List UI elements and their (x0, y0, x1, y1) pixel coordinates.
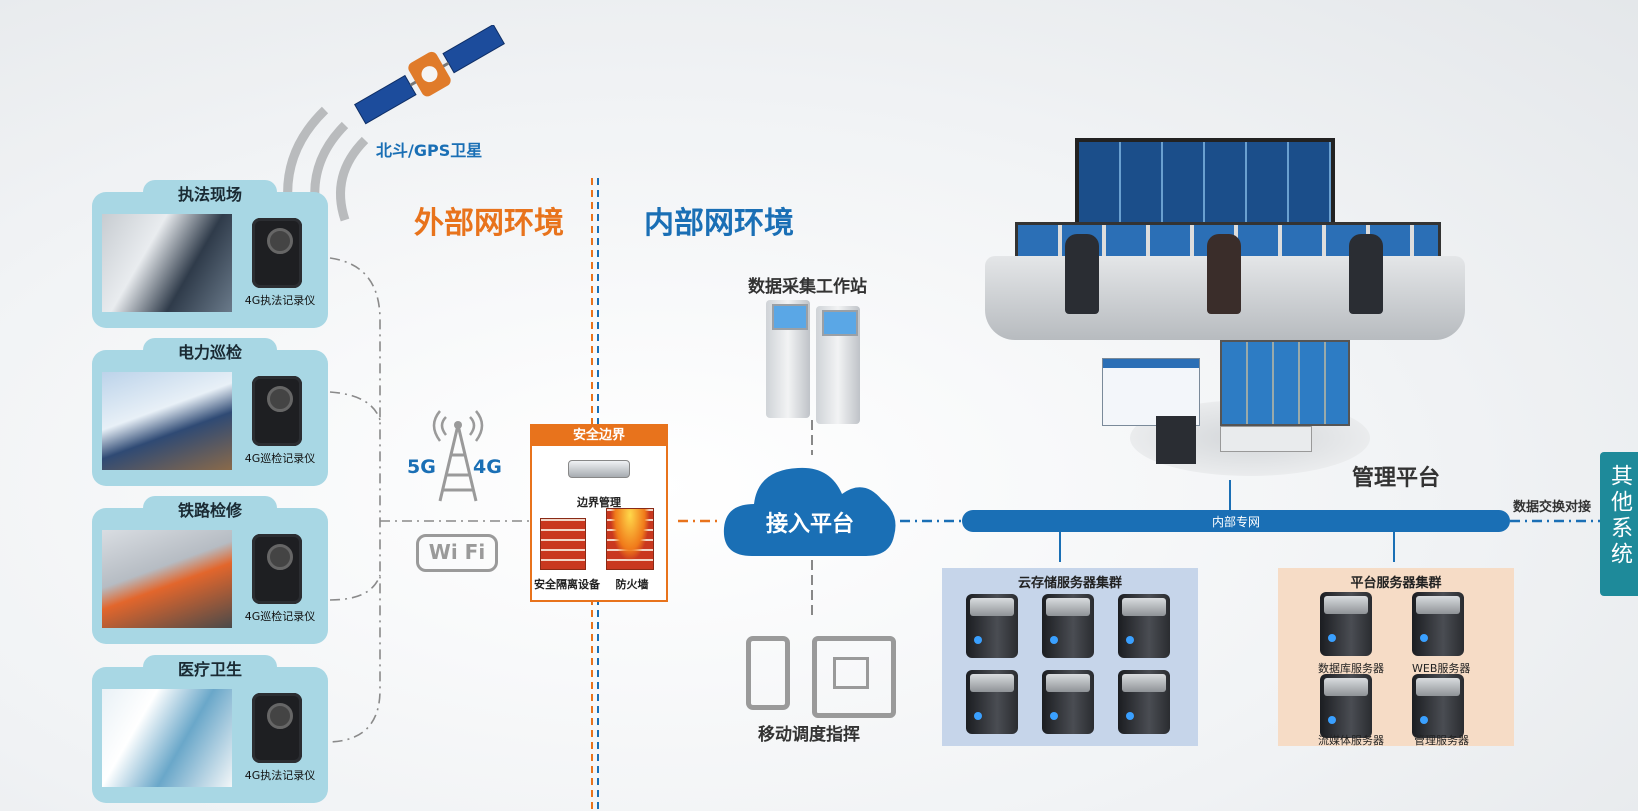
scene-link-line (329, 391, 381, 421)
scene-device-label: 4G巡检记录仪 (244, 610, 316, 623)
scene-photo (102, 530, 232, 628)
management-label: 管理平台 (1352, 466, 1441, 491)
satellite-icon (350, 25, 510, 125)
intranet-label: 内部专网 (1211, 515, 1260, 529)
isolation-label: 安全隔离设备 (534, 578, 600, 591)
server-icon (1042, 670, 1094, 734)
cloud-storage-title: 云存储服务器集群 (1017, 576, 1122, 591)
scene-title: 执法现场 (143, 180, 277, 208)
firewall-icon (606, 508, 654, 570)
scene-device-label: 4G巡检记录仪 (244, 452, 316, 465)
kiosk-icon (766, 300, 810, 418)
cloud-storage-cluster: 云存储服务器集群 (942, 568, 1198, 746)
scene-link-line (329, 257, 381, 743)
firewall-label: 防火墙 (615, 578, 649, 591)
scene-card: 医疗卫生 4G执法记录仪 (92, 655, 328, 803)
management-platform-image (1100, 340, 1370, 476)
workstation-label: 数据采集工作站 (748, 277, 867, 297)
server-label: 管理服务器 (1414, 734, 1469, 747)
signal-arc (336, 136, 369, 222)
server-icon (1118, 670, 1170, 734)
cell-tower-icon (428, 405, 488, 505)
scene-photo (102, 372, 232, 470)
internal-network-title: 内部网环境 (644, 206, 794, 241)
platform-cluster-title: 平台服务器集群 (1350, 576, 1442, 591)
scene-title: 铁路检修 (143, 496, 277, 524)
server-label: WEB服务器 (1412, 662, 1471, 675)
intranet-bar: 内部专网 (962, 510, 1510, 532)
external-network-title: 外部网环境 (414, 206, 564, 241)
satellite-label: 北斗/GPS卫星 (376, 141, 483, 160)
label-4g: 4G (473, 456, 502, 478)
server-label: 流媒体服务器 (1318, 734, 1384, 747)
exchange-label: 数据交换对接 (1513, 500, 1592, 515)
server-icon (1042, 594, 1094, 658)
management-server-icon (1412, 674, 1464, 738)
media-server-icon (1320, 674, 1372, 738)
scene-card: 铁路检修 4G巡检记录仪 (92, 496, 328, 644)
scene-title: 电力巡检 (143, 338, 277, 366)
other-system-box: 其他系统 (1600, 452, 1638, 596)
server-icon (966, 670, 1018, 734)
wifi-badge: Wi Fi (416, 534, 498, 572)
security-boundary-title: 安全边界 (532, 426, 666, 446)
scene-card: 执法现场 4G执法记录仪 (92, 180, 328, 328)
server-icon (966, 594, 1018, 658)
security-boundary-box: 安全边界 边界管理 安全隔离设备 防火墙 (530, 424, 668, 602)
scene-link-line (329, 574, 381, 601)
server-label: 数据库服务器 (1318, 662, 1384, 675)
body-camera-icon (252, 376, 302, 446)
kiosk-icon (816, 306, 860, 424)
platform-server-cluster: 平台服务器集群 数据库服务器 WEB服务器 流媒体服务器 管理服务器 (1278, 568, 1514, 747)
body-camera-icon (252, 218, 302, 288)
label-5g: 5G (407, 456, 436, 478)
cloud-icon: 接入平台 (718, 452, 902, 564)
mobile-label: 移动调度指挥 (758, 725, 860, 745)
web-server-icon (1412, 592, 1464, 656)
command-center-image (985, 138, 1465, 340)
scene-photo (102, 214, 232, 312)
wifi-label: Wi Fi (428, 540, 486, 564)
cloud-label: 接入平台 (765, 512, 854, 537)
phone-icon (746, 636, 790, 710)
other-system-label: 其他系统 (1607, 464, 1632, 568)
scene-device-label: 4G执法记录仪 (244, 294, 316, 307)
body-camera-icon (252, 693, 302, 763)
brick-wall-icon (540, 518, 586, 570)
tablet-touch-icon (812, 636, 896, 718)
scene-card: 电力巡检 4G巡检记录仪 (92, 338, 328, 486)
scene-photo (102, 689, 232, 787)
border-mgmt-label: 边界管理 (577, 496, 621, 509)
body-camera-icon (252, 534, 302, 604)
database-server-icon (1320, 592, 1372, 656)
scene-title: 医疗卫生 (143, 655, 277, 683)
router-icon (568, 460, 630, 478)
server-icon (1118, 594, 1170, 658)
scene-device-label: 4G执法记录仪 (244, 769, 316, 782)
